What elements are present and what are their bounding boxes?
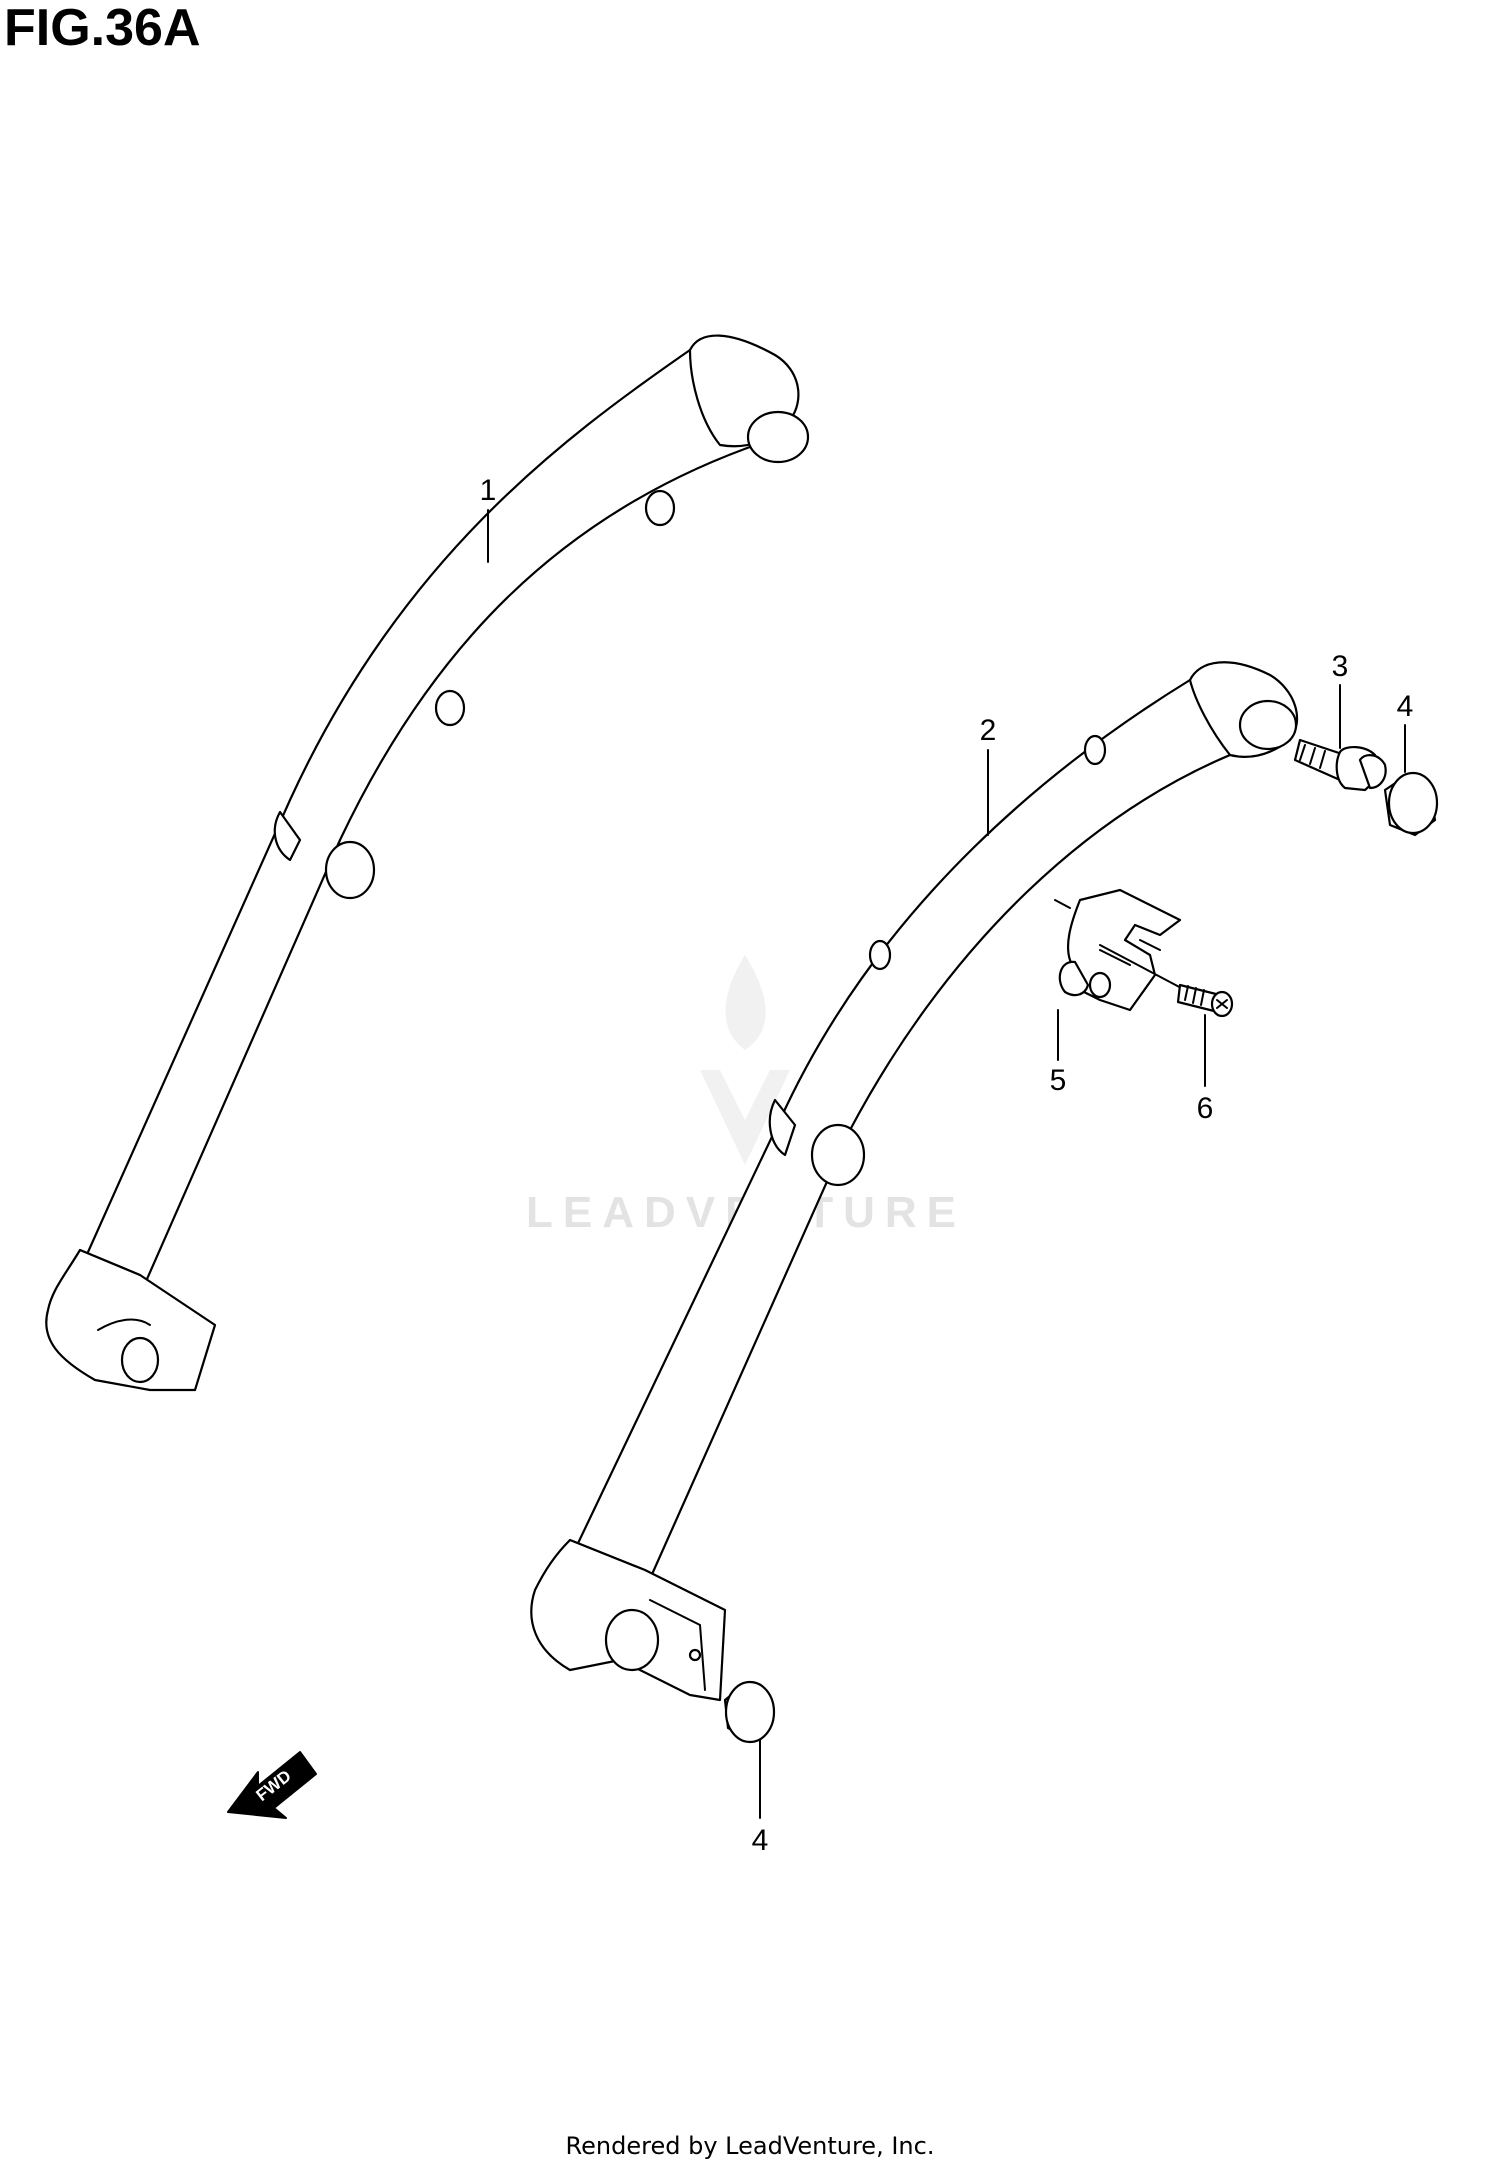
figure-title: FIG.36A	[4, 0, 201, 57]
callout-1: 1	[480, 474, 497, 507]
part-4-cap-lower	[723, 1680, 776, 1744]
callout-4-lower: 4	[752, 1824, 769, 1857]
flame-logo-icon	[700, 955, 790, 1165]
part-4-cap-upper	[1383, 771, 1439, 837]
leader-lines	[487, 509, 1406, 1819]
callout-3: 3	[1332, 650, 1349, 683]
callout-4-upper: 4	[1397, 690, 1414, 723]
part-1-grab-bar-left	[45, 334, 810, 1392]
callout-5: 5	[1050, 1064, 1067, 1097]
part-2-grab-bar-right	[530, 661, 1299, 1702]
footer-credit: Rendered by LeadVenture, Inc.	[565, 2132, 935, 2160]
callout-6: 6	[1197, 1092, 1214, 1125]
callout-2: 2	[980, 714, 997, 747]
fwd-arrow-icon: FWD	[227, 1751, 317, 1819]
part-5-bracket	[1054, 888, 1182, 1012]
part-6-screw	[1099, 944, 1234, 1018]
part-3-bolt	[1293, 738, 1387, 792]
